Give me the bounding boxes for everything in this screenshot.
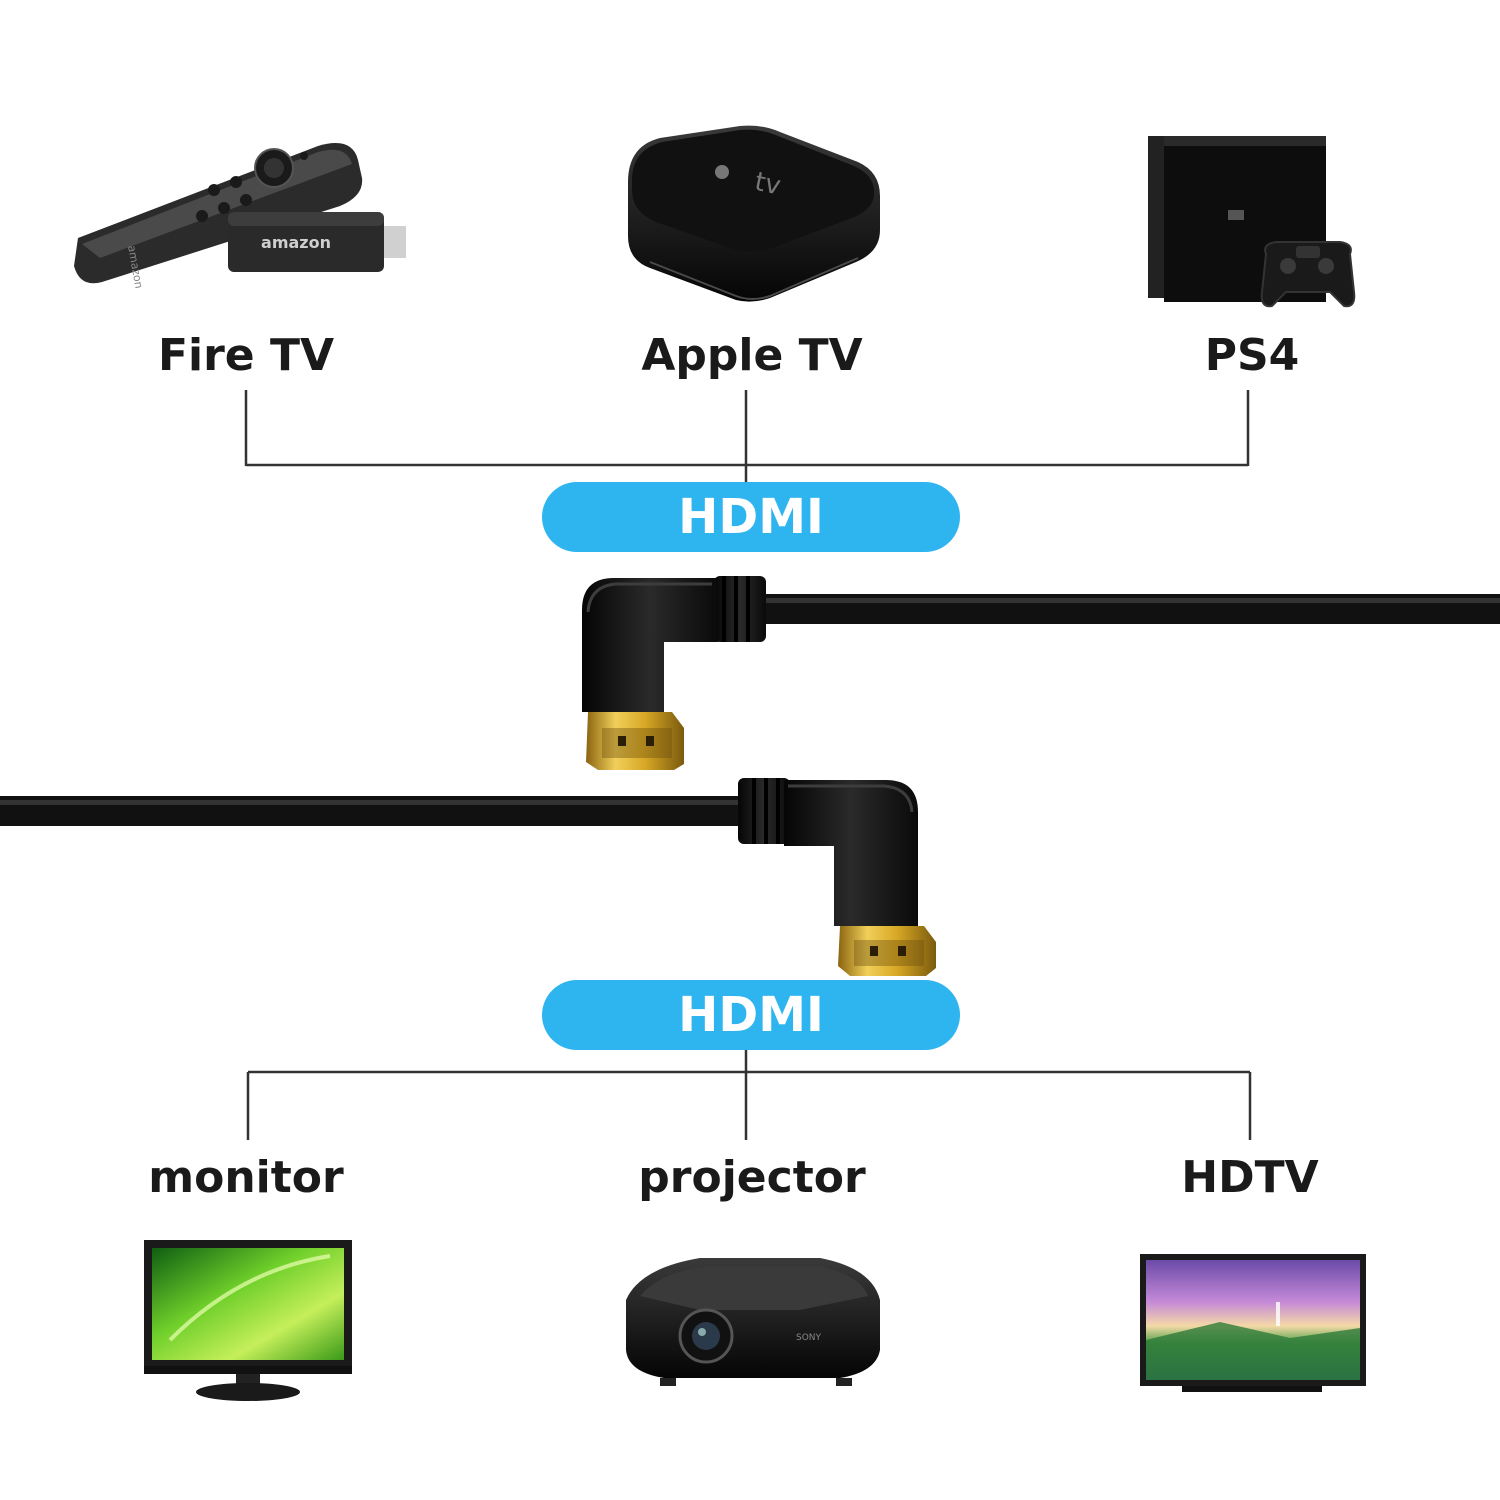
hdmi-badge-bottom: HDMI bbox=[542, 980, 960, 1050]
hdmi-cable-lower bbox=[0, 778, 936, 976]
label-monitor: monitor bbox=[148, 1152, 344, 1203]
apple-tv-text: tv bbox=[752, 167, 783, 202]
label-fire-tv: Fire TV bbox=[157, 330, 335, 381]
amazon-stick-text: amazon bbox=[261, 233, 331, 252]
hdtv-icon bbox=[1140, 1254, 1366, 1392]
fire-tv-icon: amazon amazon bbox=[74, 143, 406, 290]
projector-brand-text: SONY bbox=[796, 1333, 822, 1343]
top-connector-lines bbox=[244, 390, 1250, 484]
label-ps4: PS4 bbox=[1204, 330, 1300, 381]
label-projector: projector bbox=[638, 1152, 866, 1203]
hdmi-cable-upper bbox=[582, 576, 1500, 770]
projector-icon: SONY bbox=[626, 1258, 880, 1386]
monitor-icon bbox=[144, 1240, 352, 1401]
label-hdtv: HDTV bbox=[1181, 1152, 1319, 1203]
bottom-connector-lines bbox=[246, 1050, 1252, 1140]
apple-tv-icon: tv bbox=[628, 125, 880, 302]
ps4-icon bbox=[1148, 136, 1356, 308]
label-apple-tv: Apple TV bbox=[641, 330, 863, 381]
hdmi-badge-top: HDMI bbox=[542, 482, 960, 552]
